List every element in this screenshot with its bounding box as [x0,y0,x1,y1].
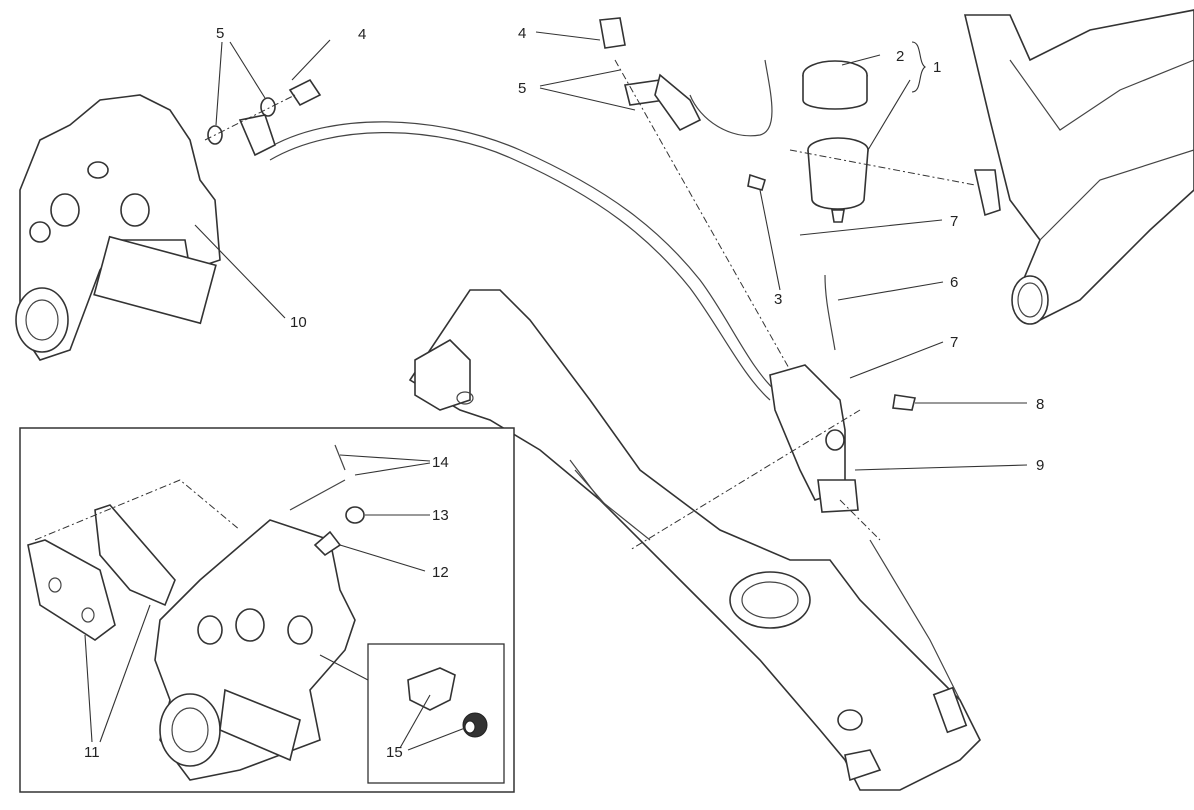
callout-8: 8 [1036,396,1044,413]
callout-6: 6 [950,274,958,291]
callout-2: 2 [896,48,904,65]
assembly-centerlines [204,59,976,551]
callout-7-top: 7 [950,213,958,230]
callout-4-hose: 4 [518,25,526,42]
callout-5-caliper: 5 [216,25,224,42]
leader-lines [84,31,1028,751]
callout-14: 14 [432,454,449,471]
callout-3: 3 [774,291,782,308]
caliper-fittings [207,78,322,157]
swingarm [408,289,981,791]
callout-13: 13 [432,507,449,524]
callout-11: 11 [84,744,100,761]
brake-hose [264,59,968,734]
callout-4-top: 4 [358,26,366,43]
callout-labels: 1 2 3 4 4 5 5 6 7 7 8 9 10 11 12 13 14 1… [84,25,1044,761]
inset-detail [19,427,515,793]
caliper-assembly [15,94,221,361]
callout-12: 12 [432,564,449,581]
callout-9: 9 [1036,457,1044,474]
group-bracket [911,41,926,93]
master-cylinder-assembly [599,17,916,513]
callout-1: 1 [933,59,941,76]
callout-10: 10 [290,314,307,331]
callout-5-hose: 5 [518,80,526,97]
callout-15: 15 [386,744,403,761]
callout-7-bottom: 7 [950,334,958,351]
frame-section [963,9,1194,325]
